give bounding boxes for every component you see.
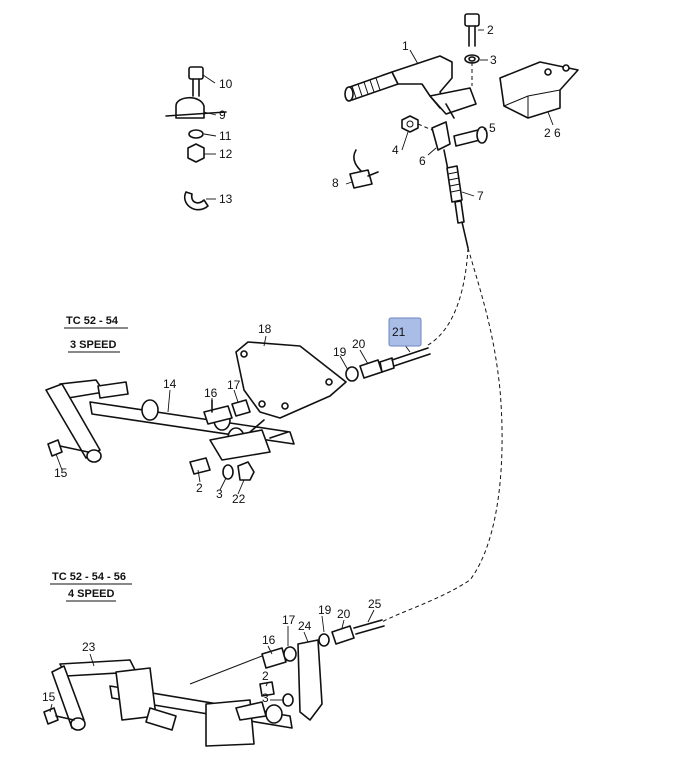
three-speed-linkage: [45, 341, 431, 481]
callout-7[interactable]: 7: [477, 189, 484, 203]
four-speed-linkage: [43, 619, 385, 747]
callout-13[interactable]: 13: [219, 192, 233, 206]
callout-18[interactable]: 18: [258, 322, 272, 336]
header-4-speed: TC 52 - 54 - 56 4 SPEED: [50, 571, 132, 602]
callout-24[interactable]: 24: [298, 619, 312, 633]
callout-17-bottom[interactable]: 17: [282, 613, 296, 627]
callout-25[interactable]: 25: [368, 597, 382, 611]
callout-5[interactable]: 5: [489, 121, 496, 135]
callout-8[interactable]: 8: [332, 176, 339, 190]
callout-26[interactable]: 2 6: [544, 126, 561, 140]
callout-22[interactable]: 22: [232, 492, 246, 506]
callout-15[interactable]: 15: [54, 466, 68, 480]
callout-20[interactable]: 20: [352, 337, 366, 351]
clamp-hardware-group: [165, 66, 227, 211]
header-speed-3speed: 3 SPEED: [70, 339, 117, 351]
callout-17[interactable]: 17: [227, 378, 241, 392]
callout-19[interactable]: 19: [333, 345, 347, 359]
callout-4[interactable]: 4: [392, 143, 399, 157]
header-speed-4speed: 4 SPEED: [68, 588, 115, 600]
callout-12[interactable]: 12: [219, 147, 233, 161]
callout-3-mid[interactable]: 3: [216, 487, 223, 501]
callout-2-mid[interactable]: 2: [196, 481, 203, 495]
callout-19-bottom[interactable]: 19: [318, 603, 332, 617]
callout-6[interactable]: 6: [419, 154, 426, 168]
hand-lever-assembly: [344, 13, 579, 249]
callout-9[interactable]: 9: [219, 108, 226, 122]
callout-2-bottom[interactable]: 2: [262, 669, 269, 683]
header-model-4speed: TC 52 - 54 - 56: [52, 571, 126, 583]
callout-labels: 1 2 3 2 6 5 4 6 7 8 10 9 11 12 13 18 19 …: [42, 23, 561, 705]
callout-16[interactable]: 16: [204, 386, 218, 400]
callout-21-highlight[interactable]: [388, 317, 422, 347]
callout-15-bottom[interactable]: 15: [42, 690, 56, 704]
header-model-3speed: TC 52 - 54: [66, 315, 119, 327]
callout-1[interactable]: 1: [402, 39, 409, 53]
callout-14[interactable]: 14: [163, 377, 177, 391]
callout-3[interactable]: 3: [490, 53, 497, 67]
callout-23[interactable]: 23: [82, 640, 96, 654]
callout-16-bottom[interactable]: 16: [262, 633, 276, 647]
callout-2[interactable]: 2: [487, 23, 494, 37]
callout-20-bottom[interactable]: 20: [337, 607, 351, 621]
callout-10[interactable]: 10: [219, 77, 233, 91]
control-cable: [381, 247, 503, 623]
header-3-speed: TC 52 - 54 3 SPEED: [64, 315, 128, 353]
callout-11[interactable]: 11: [219, 129, 232, 143]
leader-lines: [49, 29, 554, 713]
callout-21[interactable]: 21: [392, 325, 406, 339]
callout-3-bottom[interactable]: 3: [262, 691, 269, 705]
